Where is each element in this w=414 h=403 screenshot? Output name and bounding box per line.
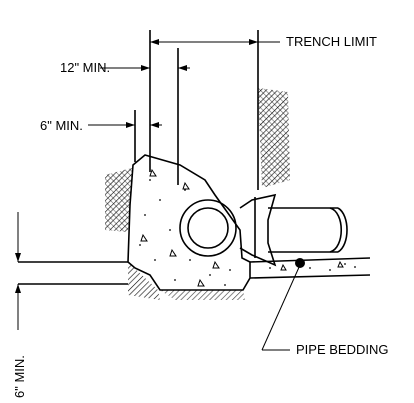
min-6-top-label: 6" MIN. (40, 118, 83, 133)
min-12-label: 12" MIN. (60, 60, 110, 75)
ground-lines (18, 261, 128, 285)
trench-limit-label: TRENCH LIMIT (286, 34, 377, 49)
min-6-side-label: 6" MIN. (12, 355, 27, 398)
pipe-bedding-leader (261, 264, 301, 351)
bedding-strip (249, 257, 371, 279)
dimension-lines (15, 30, 280, 330)
concrete-encasement (127, 154, 251, 291)
earth-hatch-left (105, 168, 245, 300)
pipe-bell (239, 193, 277, 267)
earth-hatch-right (258, 88, 290, 188)
pipe-barrel (268, 207, 348, 253)
pipe-section (179, 199, 237, 257)
pipe-bedding-label: PIPE BEDDING (296, 342, 388, 357)
